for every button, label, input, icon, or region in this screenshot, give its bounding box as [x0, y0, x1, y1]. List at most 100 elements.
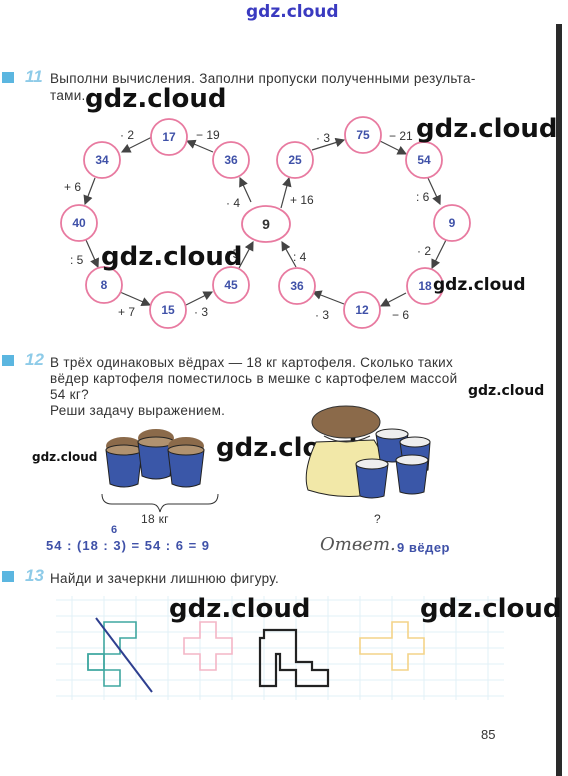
bucket: [355, 458, 389, 499]
node-value: 25: [288, 153, 302, 167]
node-value: 54: [417, 153, 431, 167]
arrow: [311, 290, 345, 305]
watermark: gdz.cloud: [420, 594, 562, 624]
answer-word: Ответ.: [320, 534, 396, 555]
node-value: 12: [355, 303, 369, 317]
task-marker: [2, 571, 14, 582]
node: [343, 291, 381, 329]
op-label: + 6: [64, 180, 81, 194]
node: [278, 267, 316, 305]
op-label: · 2: [417, 244, 431, 258]
op-label: : 5: [70, 253, 84, 267]
brace: [101, 493, 219, 513]
task-text: Реши задачу выражением.: [50, 403, 226, 418]
task-text: В трёх одинаковых вёдрах — 18 кг картофе…: [50, 355, 454, 370]
node-value: 9: [449, 216, 456, 230]
task-text: тами.: [50, 88, 86, 103]
node-value: 18: [418, 279, 432, 293]
arrow: [280, 176, 292, 209]
arrow: [185, 291, 214, 306]
task-number: 12: [25, 350, 44, 369]
figures-grid: [56, 596, 504, 700]
task-number: 13: [25, 566, 44, 585]
node-value: 15: [161, 303, 175, 317]
expression: 54 : (18 : 3) = 54 : 6 = 9: [46, 538, 211, 553]
watermark: gdz.cloud: [101, 242, 243, 272]
node-value: 34: [95, 153, 109, 167]
arrow: [237, 240, 254, 271]
node: [85, 266, 123, 304]
arrow: [281, 240, 297, 268]
question-mark: ?: [374, 512, 381, 526]
node: [276, 141, 314, 179]
watermark: gdz.cloud: [85, 84, 227, 114]
arrow: [379, 292, 407, 307]
op-label: − 6: [392, 308, 409, 322]
bucket: [167, 437, 205, 488]
node: [60, 204, 98, 242]
arrow: [83, 177, 96, 206]
node: [149, 291, 187, 329]
arrow: [239, 176, 252, 203]
task-marker: [2, 355, 14, 366]
calculation-loops-diagram: 9 36 17 34 40 8 15 45 25 75 54 9 18 12 3…: [60, 116, 471, 329]
brace-label: 18 кг: [141, 512, 169, 526]
arrow: [185, 139, 214, 153]
sack-potatoes: [311, 405, 381, 439]
task-text: 54 кг?: [50, 387, 89, 402]
expression-superscript: 6: [111, 524, 119, 536]
cross-out-line[interactable]: [95, 617, 153, 693]
task-text: вёдер картофеля поместилось в мешке с ка…: [50, 371, 458, 386]
node: [405, 141, 443, 179]
op-label: · 2: [120, 128, 134, 142]
arrow: [119, 291, 152, 307]
op-label: · 3: [315, 308, 329, 322]
node-value: 36: [290, 279, 304, 293]
center-node: [241, 205, 291, 243]
task-number: 11: [25, 67, 43, 86]
watermark: gdz.cloud: [468, 383, 545, 399]
task-text: Найди и зачеркни лишнюю фигуру.: [50, 571, 280, 586]
arrow: [431, 239, 447, 270]
node-value: 17: [162, 130, 176, 144]
figure-3: [258, 628, 330, 688]
watermark-top: gdz.cloud: [246, 2, 339, 22]
center-value: 9: [262, 216, 270, 232]
task-marker: [2, 72, 14, 83]
node: [406, 267, 444, 305]
three-buckets-illustration: [101, 429, 219, 513]
op-label: − 21: [389, 129, 413, 143]
bucket: [137, 429, 175, 480]
arrow: [120, 136, 153, 153]
node-value: 75: [356, 128, 370, 142]
bucket: [105, 437, 143, 488]
op-label: · 3: [316, 131, 330, 145]
arrow: [85, 239, 99, 269]
op-label: + 7: [118, 305, 135, 319]
node-value: 8: [101, 278, 108, 292]
op-label: · 4: [226, 196, 240, 210]
node: [433, 204, 471, 242]
watermark: gdz.cloud: [433, 275, 526, 295]
figure-2: [183, 621, 233, 671]
op-label: : 4: [293, 250, 307, 264]
arrow: [427, 177, 441, 206]
node: [344, 116, 382, 154]
node-value: 36: [224, 153, 238, 167]
watermark: gdz.cloud: [32, 450, 98, 464]
bucket: [395, 454, 429, 495]
page-number: 85: [481, 727, 496, 742]
task-text: Выполни вычисления. Заполни пропуски пол…: [50, 71, 476, 86]
node: [212, 141, 250, 179]
node: [83, 141, 121, 179]
op-label: : 5: [226, 247, 240, 261]
arrow: [379, 140, 408, 155]
op-label: − 19: [196, 128, 220, 142]
arrow: [311, 137, 346, 151]
node-value: 40: [72, 216, 86, 230]
figure-4: [359, 621, 425, 671]
watermark: gdz.cloud: [169, 594, 311, 624]
op-label: + 16: [290, 193, 314, 207]
node: [212, 266, 250, 304]
watermark: gdz.cloud: [416, 114, 558, 144]
